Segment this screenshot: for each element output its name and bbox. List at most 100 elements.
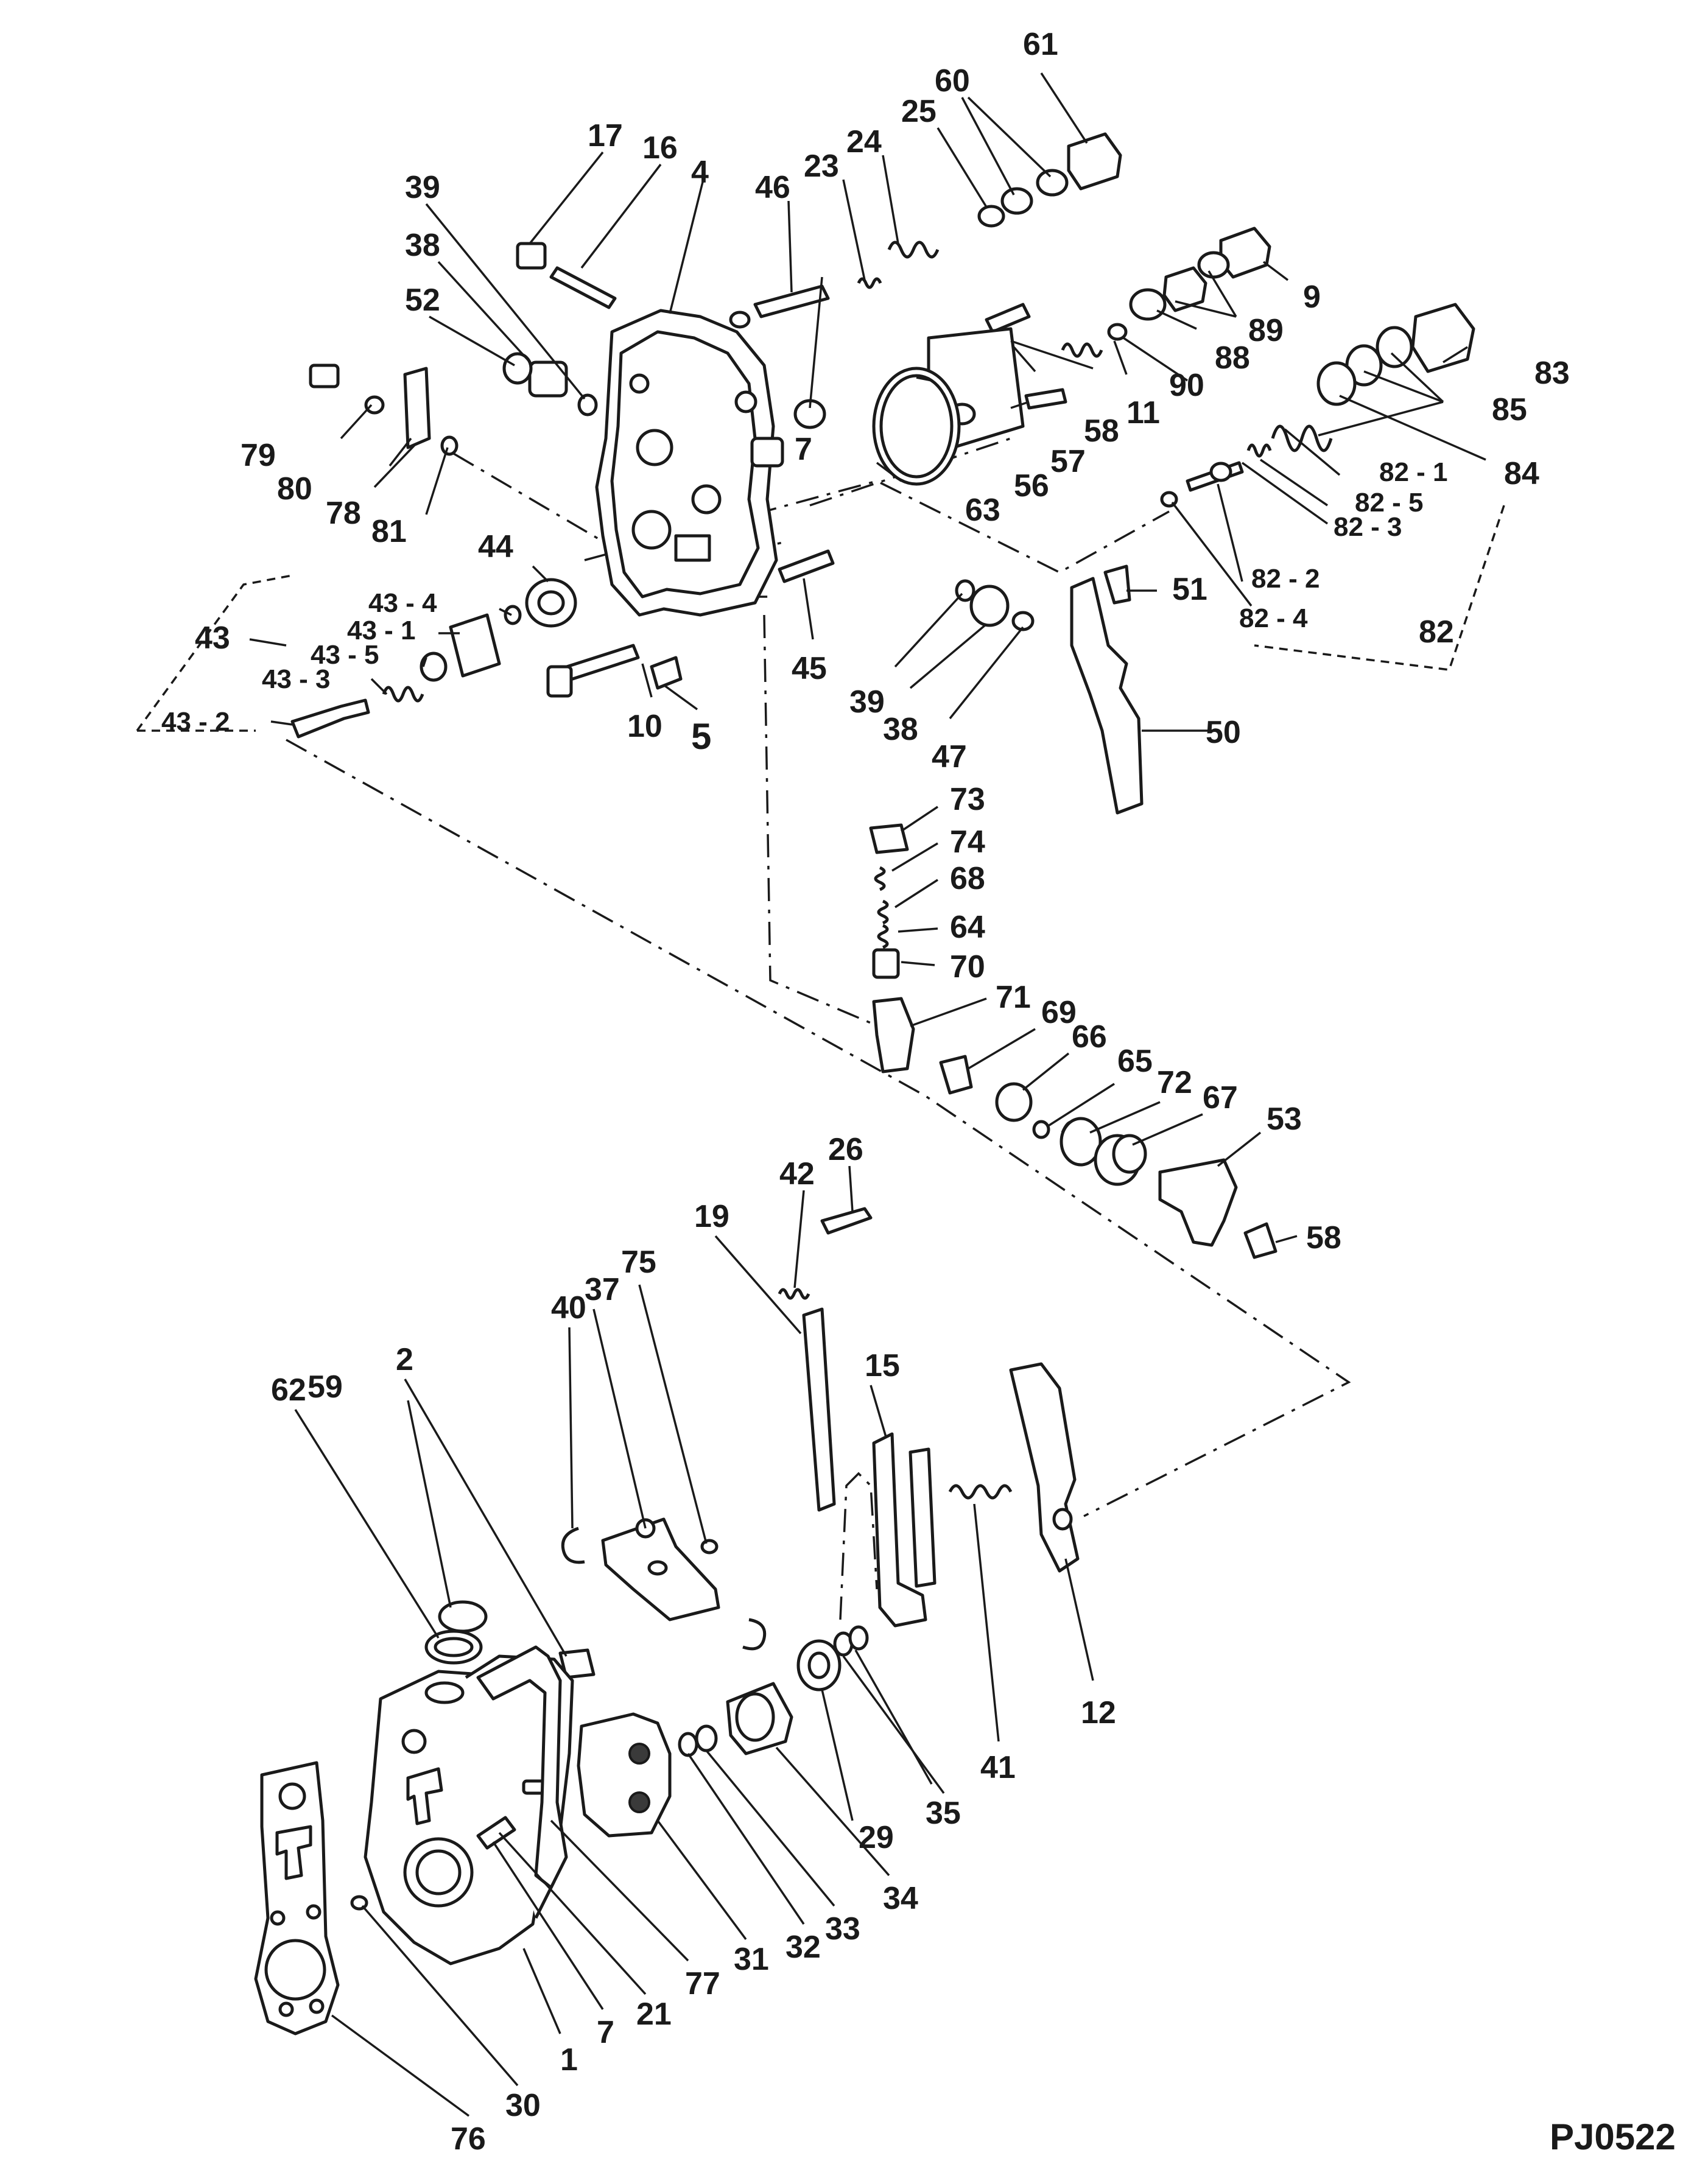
- spring-42: [778, 1288, 810, 1300]
- label-39-upper: 39: [405, 170, 440, 205]
- label-84: 84: [1504, 456, 1539, 491]
- label-15: 15: [865, 1348, 900, 1383]
- bolt-5: [650, 656, 683, 690]
- sleeve-70: [872, 948, 900, 979]
- label-88: 88: [1215, 340, 1250, 376]
- label-82: 82: [1419, 614, 1454, 650]
- label-71: 71: [996, 980, 1031, 1015]
- label-25: 25: [901, 94, 937, 129]
- plug-7-upper: [750, 437, 784, 468]
- washer-25: [977, 205, 1005, 228]
- label-69: 69: [1041, 995, 1077, 1030]
- washer-32: [678, 1732, 698, 1757]
- washer-47: [1011, 611, 1035, 631]
- plug-38-lower: [969, 585, 1010, 627]
- label-64: 64: [950, 910, 985, 945]
- label-79: 79: [241, 438, 276, 473]
- plug-38-upper: [528, 360, 568, 398]
- label-35: 35: [926, 1796, 961, 1831]
- spring-64: [877, 924, 889, 949]
- label-82-2: 82 - 2: [1251, 564, 1320, 594]
- label-67: 67: [1203, 1080, 1238, 1115]
- label-40: 40: [551, 1290, 586, 1326]
- label-46: 46: [755, 170, 790, 205]
- clip-40: [561, 1526, 585, 1564]
- label-43-5: 43 - 5: [311, 640, 379, 670]
- spring-82-1: [1271, 424, 1333, 452]
- label-73: 73: [950, 782, 985, 817]
- link-26: [820, 1207, 873, 1235]
- label-72: 72: [1157, 1065, 1192, 1100]
- nut-89: [1162, 266, 1207, 312]
- label-19: 19: [694, 1199, 729, 1234]
- gasket-plate-76: [254, 1761, 340, 2036]
- nut-66: [995, 1082, 1033, 1122]
- label-81: 81: [371, 514, 407, 549]
- label-90: 90: [1169, 368, 1204, 403]
- screw-57: [1024, 388, 1067, 410]
- governor-housing-4: [595, 309, 778, 617]
- washer-84: [1316, 361, 1357, 406]
- spring-41: [948, 1484, 1013, 1500]
- label-34: 34: [883, 1881, 918, 1916]
- label-82-5: 82 - 5: [1355, 488, 1424, 518]
- spring-43-3: [382, 686, 424, 703]
- spring-24: [887, 241, 940, 259]
- upper-small-parts: [290, 132, 1475, 815]
- label-45: 45: [792, 651, 827, 686]
- label-80: 80: [277, 471, 312, 507]
- label-63: 63: [965, 493, 1000, 528]
- label-12: 12: [1081, 1695, 1116, 1730]
- label-85: 85: [1492, 392, 1527, 427]
- label-21: 21: [636, 1997, 672, 2032]
- label-66: 66: [1072, 1019, 1107, 1055]
- screw-58-lower: [1243, 1222, 1277, 1259]
- label-68: 68: [950, 861, 985, 896]
- washer-52: [502, 352, 533, 385]
- label-57: 57: [1050, 444, 1086, 479]
- washer-88: [1129, 288, 1167, 321]
- label-43: 43: [195, 620, 230, 656]
- spring-82-5: [1246, 443, 1272, 458]
- o-ring-65: [1032, 1120, 1050, 1139]
- screw-69: [939, 1055, 973, 1095]
- lever-15: [872, 1432, 927, 1628]
- label-58-upper: 58: [1084, 413, 1119, 449]
- label-7-upper: 7: [795, 432, 812, 467]
- label-44: 44: [478, 529, 513, 564]
- gasket-77: [476, 1645, 568, 1889]
- arm-19: [802, 1307, 836, 1512]
- plug-59: [438, 1600, 488, 1633]
- label-70: 70: [950, 949, 985, 985]
- label-82-3: 82 - 3: [1334, 512, 1402, 542]
- label-29: 29: [859, 1820, 894, 1855]
- screw-51: [1103, 564, 1131, 605]
- label-32: 32: [785, 1930, 821, 1965]
- bracket-73: [869, 823, 909, 854]
- label-62: 62: [271, 1372, 306, 1408]
- pin-75: [700, 1539, 719, 1554]
- label-9: 9: [1303, 279, 1321, 315]
- label-5: 5: [691, 716, 711, 757]
- label-75: 75: [621, 1245, 656, 1280]
- label-1: 1: [560, 2042, 578, 2078]
- label-16: 16: [642, 130, 678, 166]
- bolt-46: [753, 284, 830, 318]
- leader-lines: [249, 72, 1486, 2117]
- label-52: 52: [405, 283, 440, 318]
- label-4: 4: [691, 155, 709, 190]
- spring-11: [1061, 342, 1103, 358]
- drawing-code: PJ0522: [1550, 2117, 1676, 2157]
- label-56: 56: [1014, 468, 1049, 504]
- label-51: 51: [1172, 572, 1207, 607]
- label-83: 83: [1534, 356, 1570, 391]
- washer-85a: [1376, 326, 1413, 368]
- label-78: 78: [326, 496, 361, 531]
- label-17: 17: [588, 118, 623, 153]
- bushing-33: [695, 1724, 718, 1752]
- label-59: 59: [308, 1369, 343, 1405]
- pin-16: [549, 266, 617, 309]
- label-65: 65: [1117, 1044, 1153, 1079]
- washer-60b: [1036, 169, 1069, 197]
